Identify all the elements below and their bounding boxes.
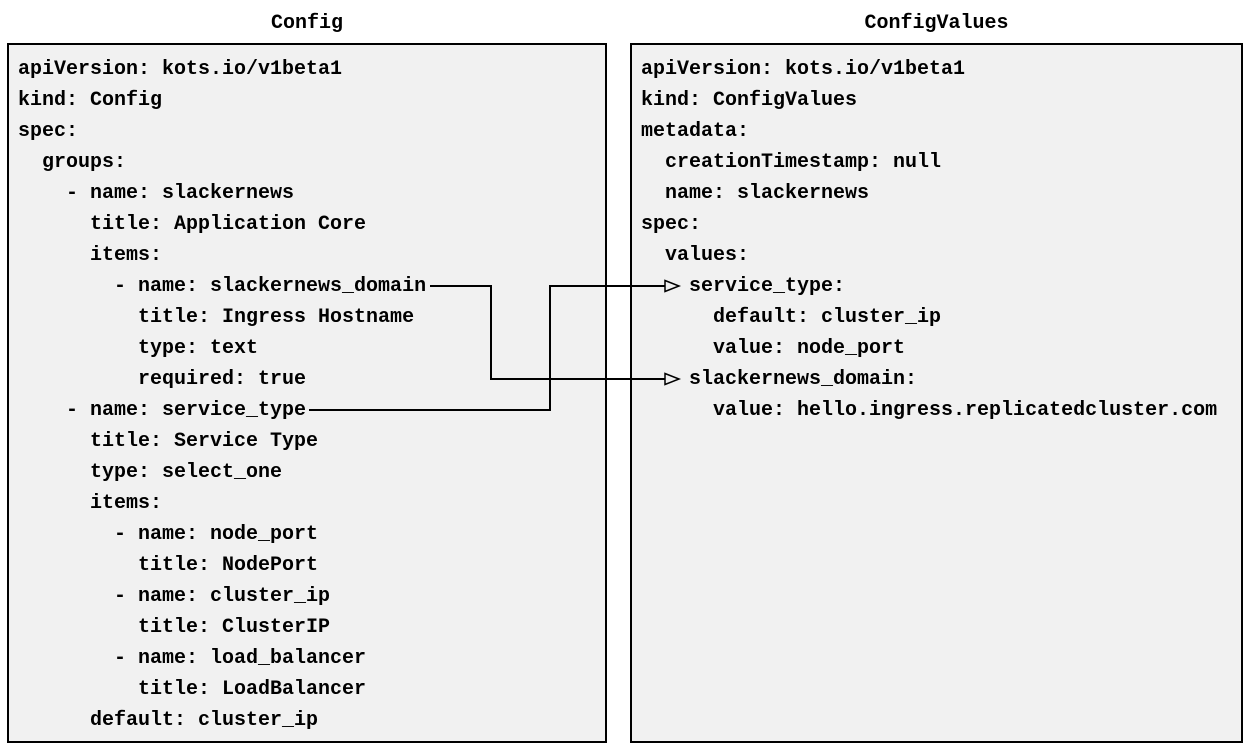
config-yaml-code: apiVersion: kots.io/v1beta1 kind: Config… [9, 45, 605, 736]
yaml-line: creationTimestamp: null [641, 151, 942, 174]
yaml-line: kind: Config [18, 89, 163, 112]
yaml-line: - name: node_port [18, 523, 319, 546]
yaml-line: - name: slackernews [18, 182, 295, 205]
yaml-line: type: text [18, 337, 259, 360]
yaml-line: title: Service Type [18, 430, 319, 453]
yaml-line: items: [18, 492, 163, 515]
yaml-line: title: NodePort [18, 554, 319, 577]
yaml-line: spec: [18, 120, 79, 143]
yaml-line: metadata: [641, 120, 750, 143]
yaml-line: type: select_one [18, 461, 283, 484]
yaml-line: title: Ingress Hostname [18, 306, 415, 329]
yaml-line-service-type-value: service_type: [641, 275, 846, 298]
yaml-line: kind: ConfigValues [641, 89, 858, 112]
yaml-line: - name: load_balancer [18, 647, 367, 670]
yaml-line: - name: cluster_ip [18, 585, 331, 608]
configvalues-yaml-code: apiVersion: kots.io/v1beta1 kind: Config… [632, 45, 1241, 426]
yaml-line: apiVersion: kots.io/v1beta1 [18, 58, 343, 81]
yaml-line: title: ClusterIP [18, 616, 331, 639]
yaml-line: title: LoadBalancer [18, 678, 367, 701]
yaml-line: title: Application Core [18, 213, 367, 236]
yaml-line: items: [18, 244, 163, 267]
yaml-line: values: [641, 244, 750, 267]
configvalues-panel-title: ConfigValues [864, 12, 1009, 35]
yaml-line: default: cluster_ip [641, 306, 942, 329]
yaml-line: apiVersion: kots.io/v1beta1 [641, 58, 966, 81]
yaml-line-slackernews-domain: - name: slackernews_domain [18, 275, 427, 298]
yaml-line: default: cluster_ip [18, 709, 319, 732]
yaml-line: required: true [18, 368, 307, 391]
yaml-line: value: node_port [641, 337, 906, 360]
config-panel-title: Config [270, 12, 343, 35]
yaml-line-slackernews-domain-value: slackernews_domain: [641, 368, 918, 391]
yaml-line: value: hello.ingress.replicatedcluster.c… [641, 399, 1218, 422]
yaml-line: spec: [641, 213, 702, 236]
yaml-line: groups: [18, 151, 127, 174]
yaml-line-service-type: - name: service_type [18, 399, 307, 422]
yaml-line: name: slackernews [641, 182, 870, 205]
configvalues-panel: apiVersion: kots.io/v1beta1 kind: Config… [630, 43, 1243, 743]
config-panel: apiVersion: kots.io/v1beta1 kind: Config… [7, 43, 607, 743]
